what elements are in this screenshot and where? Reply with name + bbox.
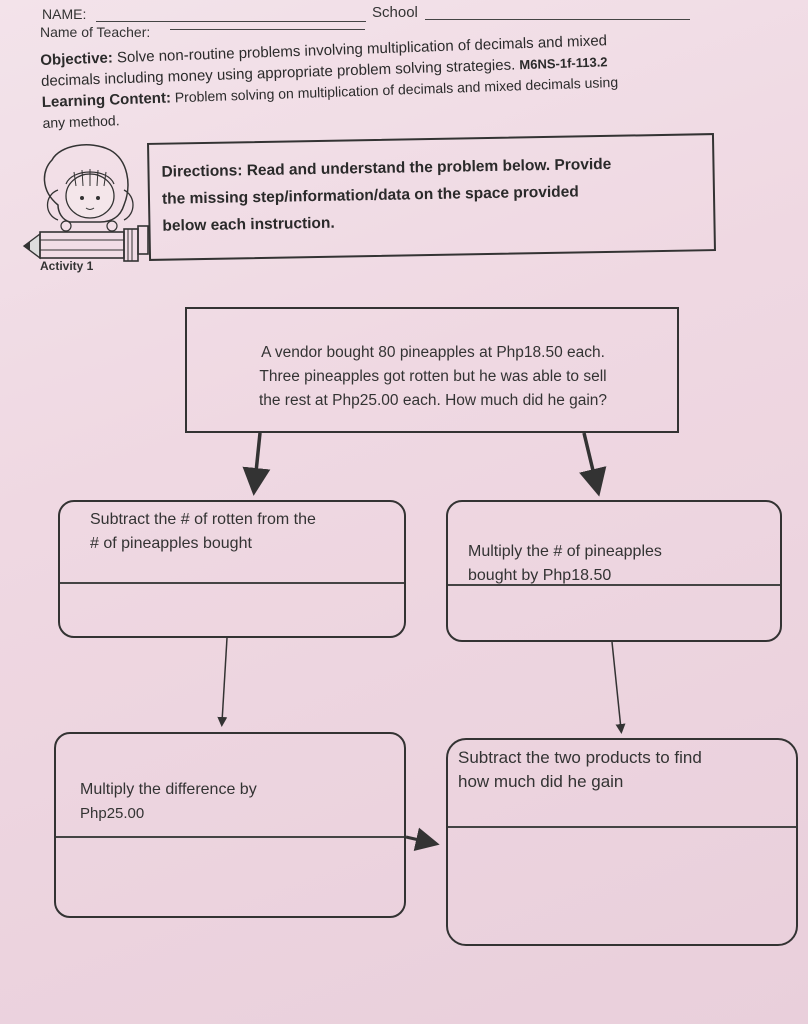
- step2-box: Multiply the # of pineapples bought by P…: [446, 500, 782, 642]
- problem-line1: A vendor bought 80 pineapples at Php18.5…: [261, 344, 605, 361]
- step2-divider: [448, 584, 780, 586]
- arrow-step3-to-step4: [405, 827, 440, 852]
- step4-line1: Subtract the two products to find: [458, 748, 702, 767]
- objective-block: Objective: Solve non-routine problems in…: [40, 25, 772, 134]
- name-blank-line: [96, 21, 366, 22]
- step3-divider: [56, 836, 404, 838]
- step1-line1: Subtract the # of rotten from the: [90, 511, 316, 528]
- arrow-problem-to-step1: [242, 432, 271, 496]
- directions-line1: Directions: Read and understand the prob…: [161, 155, 612, 181]
- step4-divider: [448, 826, 796, 828]
- problem-line3: the rest at Php25.00 each. How much did …: [258, 392, 608, 409]
- arrow-step1-to-step3: [217, 637, 228, 727]
- directions-line3: below each instruction.: [162, 214, 335, 235]
- teacher-blank-line: [170, 29, 365, 30]
- objective-label: Objective:: [40, 49, 114, 69]
- step4-line2: how much did he gain: [458, 772, 624, 791]
- step3-line1: Multiply the difference by: [80, 781, 257, 798]
- step4-box: Subtract the two products to find how mu…: [446, 738, 798, 946]
- problem-line2: Three pineapples got rotten but he was a…: [259, 368, 607, 385]
- step3-box: Multiply the difference by Php25.00: [54, 732, 406, 918]
- step2-answer-space[interactable]: [448, 586, 780, 640]
- step1-answer-space[interactable]: [60, 584, 404, 636]
- objective-code: M6NS-1f-113.2: [519, 54, 608, 73]
- activity-label: Activity 1: [40, 259, 94, 273]
- directions-line2: the missing step/information/data on the…: [161, 183, 579, 208]
- step1-line2: # of pineapples bought: [90, 535, 252, 552]
- arrow-problem-to-step2: [579, 432, 607, 497]
- teacher-label: Name of Teacher:: [40, 24, 151, 40]
- step3-line2: Php25.00: [80, 805, 145, 822]
- step1-box: Subtract the # of rotten from the # of p…: [58, 500, 406, 638]
- step4-answer-space[interactable]: [448, 828, 796, 944]
- step1-divider: [60, 582, 404, 584]
- name-label: NAME:: [42, 6, 87, 22]
- arrow-step2-to-step4: [611, 641, 626, 734]
- school-label: School: [372, 4, 418, 21]
- learning-content-label: Learning Content:: [41, 89, 172, 111]
- step3-answer-space[interactable]: [56, 838, 404, 916]
- step2-line1: Multiply the # of pineapples: [468, 543, 662, 560]
- directions-box: Directions: Read and understand the prob…: [147, 133, 716, 261]
- problem-box: A vendor bought 80 pineapples at Php18.5…: [185, 307, 679, 433]
- school-blank-line: [425, 19, 690, 20]
- step2-line2: bought by Php18.50: [468, 567, 612, 584]
